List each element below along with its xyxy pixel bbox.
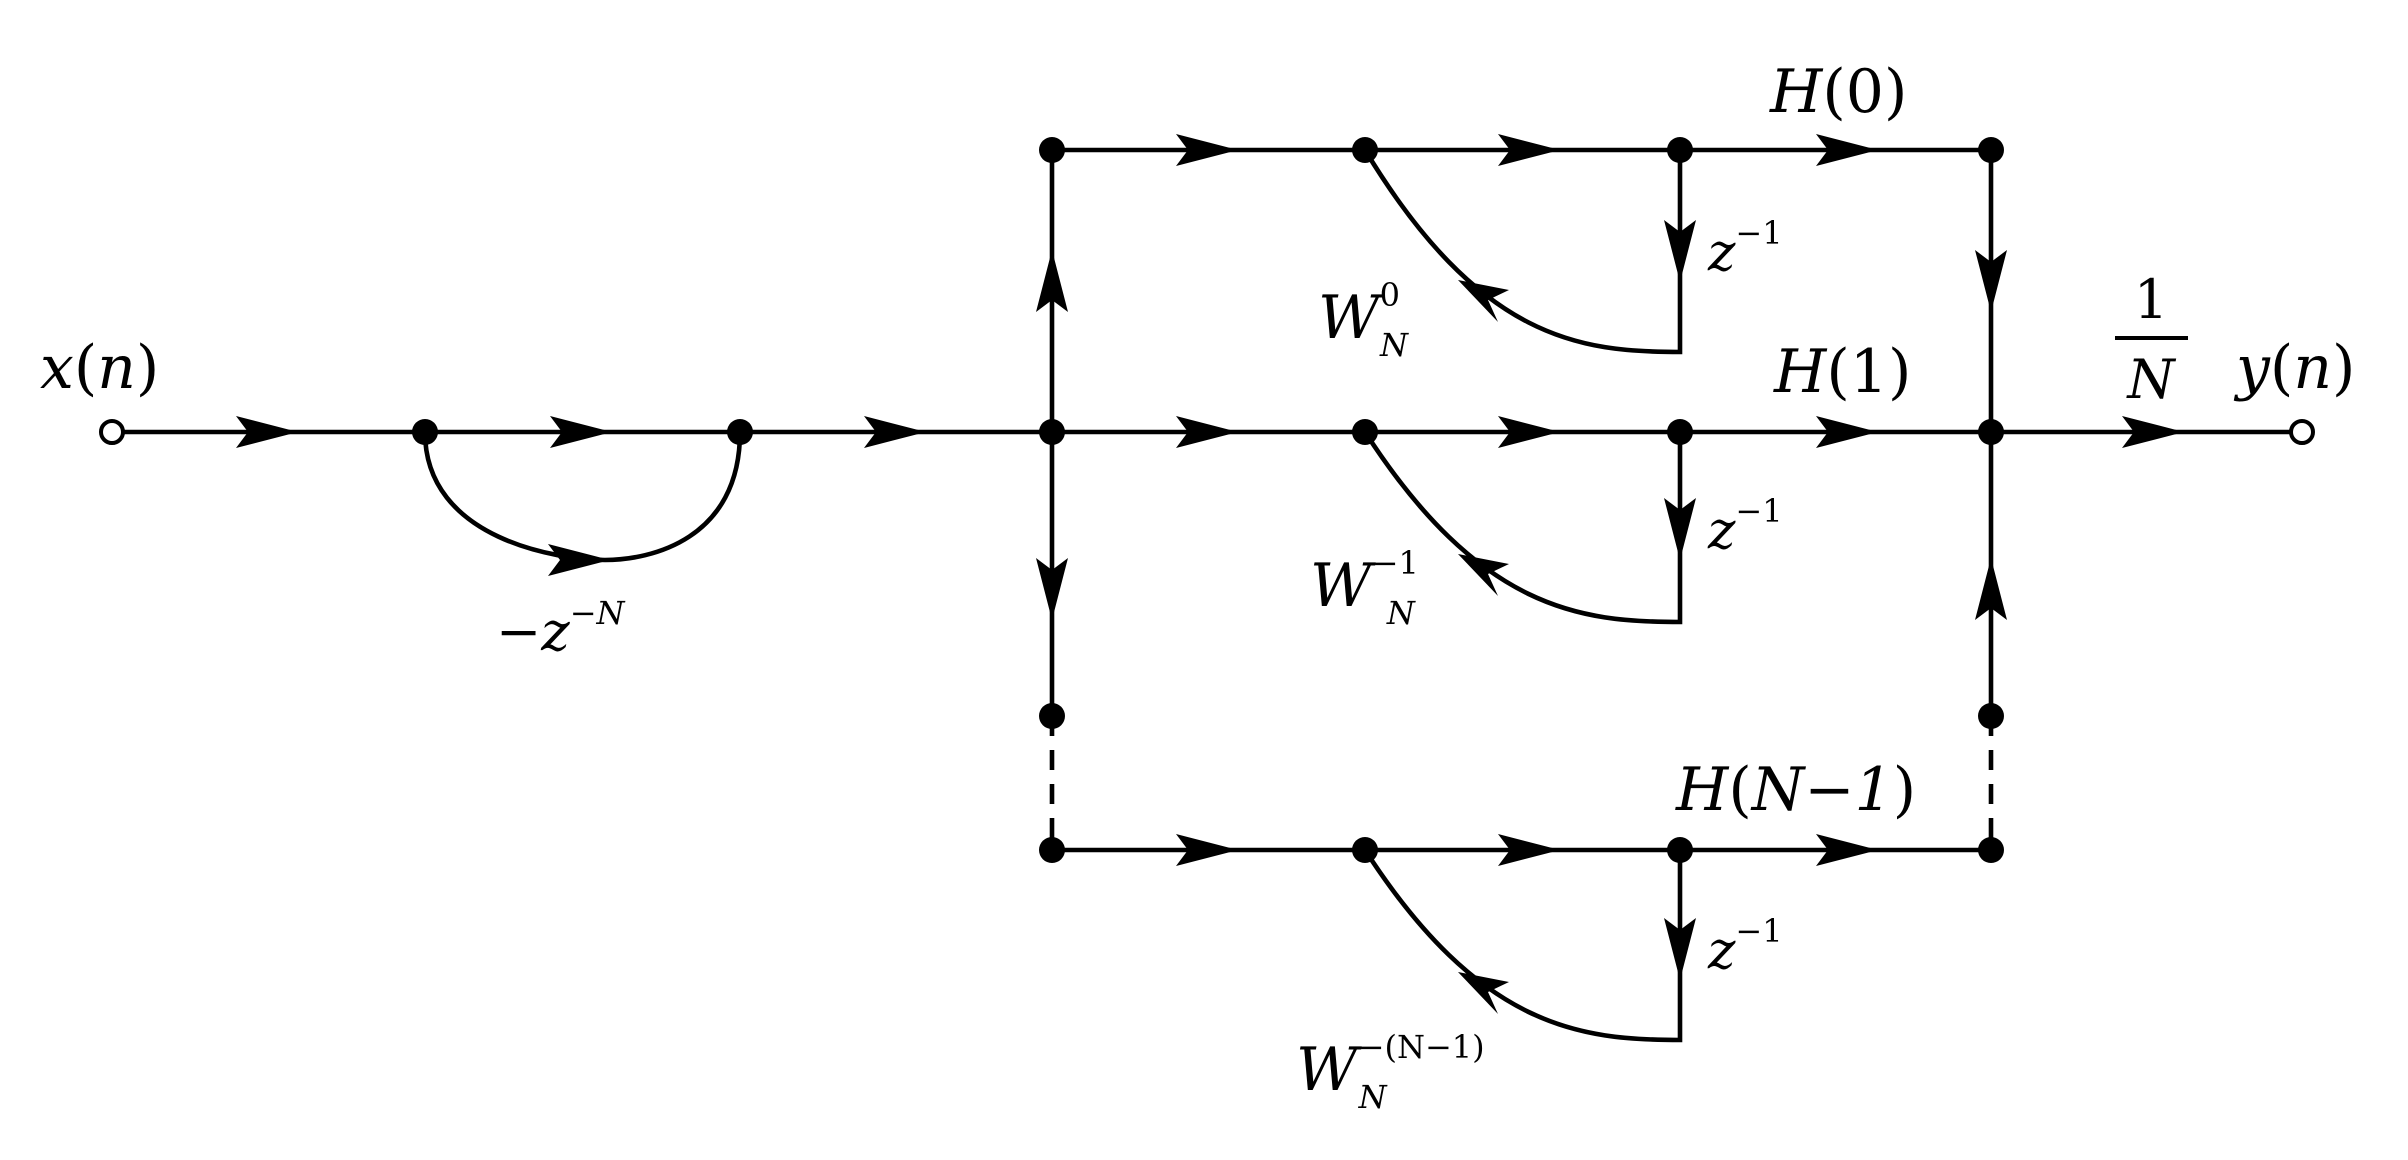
arrow-branch-1-delay xyxy=(1664,498,1696,560)
branch-0-gain-label: H(0) xyxy=(1769,57,1907,127)
node-left-mid xyxy=(1039,703,1065,729)
node-branch-0-tap xyxy=(1667,137,1693,163)
wires xyxy=(109,147,2295,1043)
arrow-input xyxy=(236,416,298,448)
arrow-left-bus-down xyxy=(1036,558,1068,620)
output-terminal xyxy=(2289,419,2315,445)
comb-gain-label: −z−N xyxy=(496,594,626,663)
branch-0-resonator xyxy=(1362,147,1683,355)
arrow-comb-feedforward xyxy=(548,544,610,576)
arrow-branch-1-a xyxy=(1176,416,1238,448)
arrow-right-bus-up xyxy=(1975,558,2007,620)
arrow-branch-0-delay xyxy=(1664,220,1696,282)
output-label: y(n) xyxy=(2233,333,2355,403)
branch-n1-twiddle-label: W−(N−1)N xyxy=(1296,1028,1485,1116)
branch-1-resonator xyxy=(1362,429,1683,625)
arrow-comb-direct xyxy=(550,416,612,448)
branch-n1-resonator xyxy=(1362,847,1683,1043)
arrow-left-bus-up xyxy=(1036,250,1068,312)
node-left-top xyxy=(1039,137,1065,163)
branch-0-delay-label: z−1 xyxy=(1707,214,1783,283)
node-branch-n1-tap xyxy=(1667,837,1693,863)
node-branch-n1-sum xyxy=(1352,837,1378,863)
branch-n1-gain-label: H(N−1) xyxy=(1675,755,1916,825)
scale-gain-numerator: 1 xyxy=(2134,268,2168,331)
node-branch-1-tap xyxy=(1667,419,1693,445)
arrow-comb-out xyxy=(864,416,926,448)
node-right-top xyxy=(1978,137,2004,163)
arrow-branch-n1-b xyxy=(1498,834,1560,866)
arrow-output xyxy=(2122,416,2184,448)
arrow-branch-n1-delay xyxy=(1664,918,1696,980)
scale-gain-denominator: N xyxy=(2125,348,2176,411)
node-branch-0-sum xyxy=(1352,137,1378,163)
arrow-branch-n1-feedback xyxy=(1458,972,1509,1014)
node-right-bottom xyxy=(1978,837,2004,863)
node-left-bottom xyxy=(1039,837,1065,863)
branch-1-delay-label: z−1 xyxy=(1707,492,1783,561)
scale-gain-label: 1 N xyxy=(2115,268,2188,411)
input-label: x(n) xyxy=(40,333,159,403)
branch-1-gain-label: H(1) xyxy=(1773,337,1911,407)
arrow-branch-0-a xyxy=(1176,134,1238,166)
nodes xyxy=(99,137,2315,863)
arrow-branch-1-c xyxy=(1816,416,1878,448)
node-distribute xyxy=(1039,419,1065,445)
node-comb-sum xyxy=(727,419,753,445)
arrow-branch-0-b xyxy=(1498,134,1560,166)
arrowheads xyxy=(236,134,2184,1014)
node-branch-1-sum xyxy=(1352,419,1378,445)
node-comb-split xyxy=(412,419,438,445)
arrow-branch-n1-a xyxy=(1176,834,1238,866)
node-right-mid xyxy=(1978,703,2004,729)
arrow-branch-n1-c xyxy=(1816,834,1878,866)
node-sum-out xyxy=(1978,419,2004,445)
arrow-branch-1-b xyxy=(1498,416,1560,448)
branch-n1-delay-label: z−1 xyxy=(1707,912,1783,981)
input-terminal xyxy=(99,419,125,445)
arrow-right-bus-down xyxy=(1975,250,2007,312)
arrow-branch-0-c xyxy=(1816,134,1878,166)
arrow-branch-1-feedback xyxy=(1458,554,1509,596)
comb-feedforward-path xyxy=(422,429,743,563)
arrow-branch-0-feedback xyxy=(1458,280,1509,322)
